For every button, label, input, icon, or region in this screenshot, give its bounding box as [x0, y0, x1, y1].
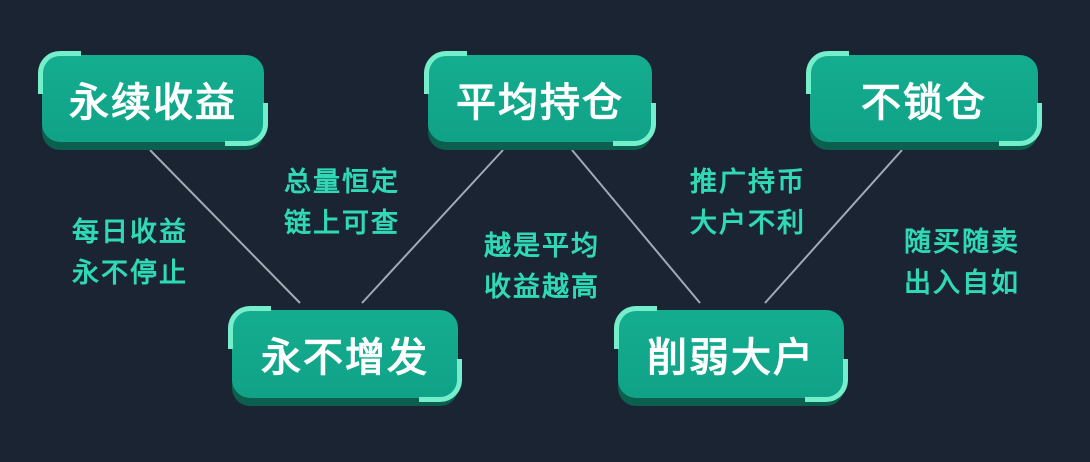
caption-whale-disadvantage: 推广持币 大户不利: [690, 162, 806, 244]
badge-label: 永续收益: [69, 80, 237, 125]
badge-label: 削弱大户: [647, 336, 815, 380]
caption-line: 大户不利: [690, 208, 806, 238]
badge-perpetual-income: 永续收益: [38, 51, 268, 146]
badge-average-holding: 平均持仓: [424, 51, 656, 146]
caption-line: 出入自如: [904, 268, 1020, 298]
badge-label: 永不增发: [261, 336, 429, 380]
caption-line: 永不停止: [72, 258, 188, 288]
caption-free-entry-exit: 随买随卖 出入自如: [904, 222, 1020, 304]
caption-fixed-supply: 总量恒定 链上可查: [284, 162, 400, 244]
caption-line: 每日收益: [72, 217, 188, 247]
caption-line: 链上可查: [284, 208, 400, 238]
connector-line-2: [361, 149, 504, 304]
caption-line: 随买随卖: [904, 227, 1020, 257]
badge-weaken-whales: 削弱大户: [614, 306, 848, 402]
caption-average-yield: 越是平均 收益越高: [484, 226, 600, 308]
connector-line-4: [764, 149, 903, 304]
caption-line: 越是平均: [484, 231, 600, 261]
caption-line: 收益越高: [484, 272, 600, 302]
caption-daily-income: 每日收益 永不停止: [72, 212, 188, 294]
connector-line-3: [571, 149, 701, 304]
caption-line: 总量恒定: [284, 167, 400, 197]
badge-label: 不锁仓: [861, 80, 987, 125]
badge-no-inflation: 永不增发: [228, 306, 462, 402]
badge-no-lockup: 不锁仓: [806, 51, 1042, 146]
connector-line-1: [149, 149, 301, 304]
caption-line: 推广持币: [690, 167, 806, 197]
badge-label: 平均持仓: [456, 80, 624, 125]
